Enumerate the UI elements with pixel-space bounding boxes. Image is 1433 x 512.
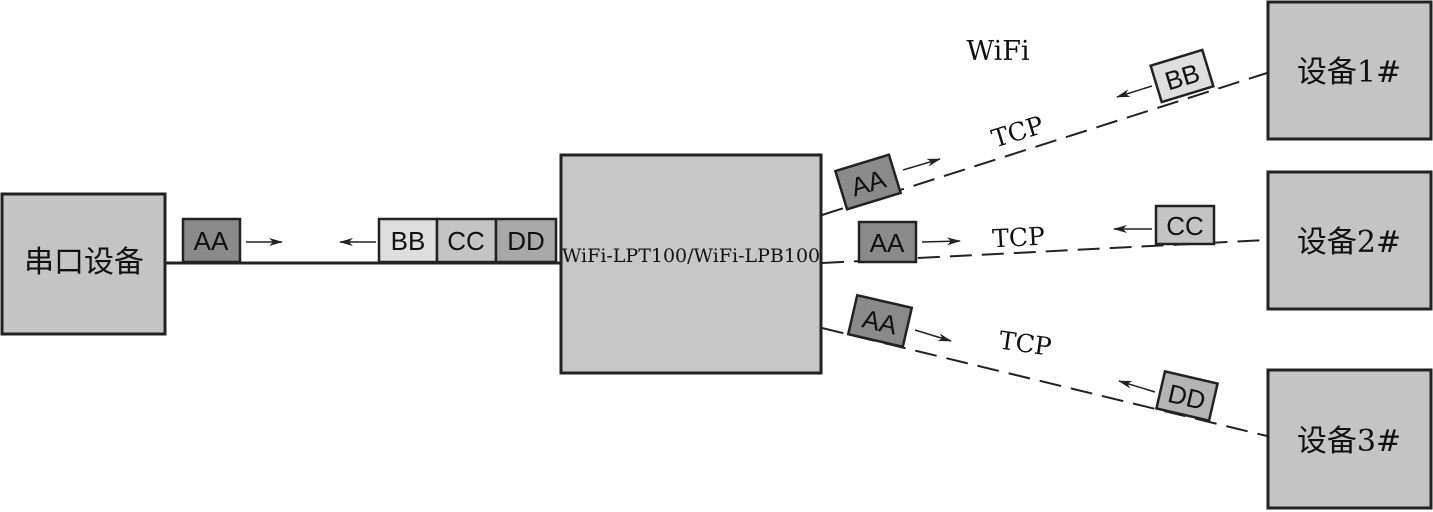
device-1-label: 设备1#: [1297, 55, 1401, 90]
arrow-from-device-3: [1118, 380, 1156, 393]
tag-to-device-2-aa: AA: [857, 220, 918, 264]
svg-text:DD: DD: [507, 226, 545, 256]
arrow-to-device-2: [921, 237, 961, 246]
arrow-from-device-1: [1116, 85, 1153, 98]
tag-from-device-2-cc: CC: [1154, 204, 1216, 246]
serial-device-box: 串口设备: [0, 192, 167, 336]
svg-text:CC: CC: [447, 226, 485, 256]
device-3-box: 设备3#: [1266, 368, 1433, 510]
svg-text:AA: AA: [870, 228, 905, 258]
arrow-to-device-3: [914, 329, 952, 342]
wifi-module-label: WiFi-LPT100/WiFi-LPB100: [562, 245, 820, 267]
tcp-label-2: TCP: [992, 222, 1046, 254]
device-3-label: 设备3#: [1297, 424, 1401, 459]
arrow-to-device-1: [902, 158, 941, 171]
tag-serial-in-cc: CC: [435, 217, 498, 264]
tcp-label-3: TCP: [997, 326, 1053, 362]
tag-from-device-3-dd: DD: [1154, 369, 1220, 423]
tag-to-device-3-aa: AA: [846, 293, 914, 349]
serial-device-label: 串口设备: [24, 245, 144, 280]
tag-serial-in-dd: DD: [494, 217, 558, 264]
tag-serial-out-aa: AA: [181, 217, 242, 264]
svg-text:BB: BB: [391, 226, 426, 256]
svg-text:CC: CC: [1166, 211, 1204, 241]
device-2-label: 设备2#: [1297, 225, 1401, 260]
wifi-module-box: WiFi-LPT100/WiFi-LPB100: [559, 153, 823, 375]
tag-serial-in-bb: BB: [377, 217, 439, 264]
tag-to-device-1-aa: AA: [833, 153, 903, 211]
wifi-label: WiFi: [966, 36, 1030, 67]
device-1-box: 设备1#: [1266, 0, 1433, 141]
svg-text:AA: AA: [194, 226, 229, 256]
device-2-box: 设备2#: [1266, 170, 1433, 311]
tag-from-device-1-bb: BB: [1149, 48, 1215, 104]
